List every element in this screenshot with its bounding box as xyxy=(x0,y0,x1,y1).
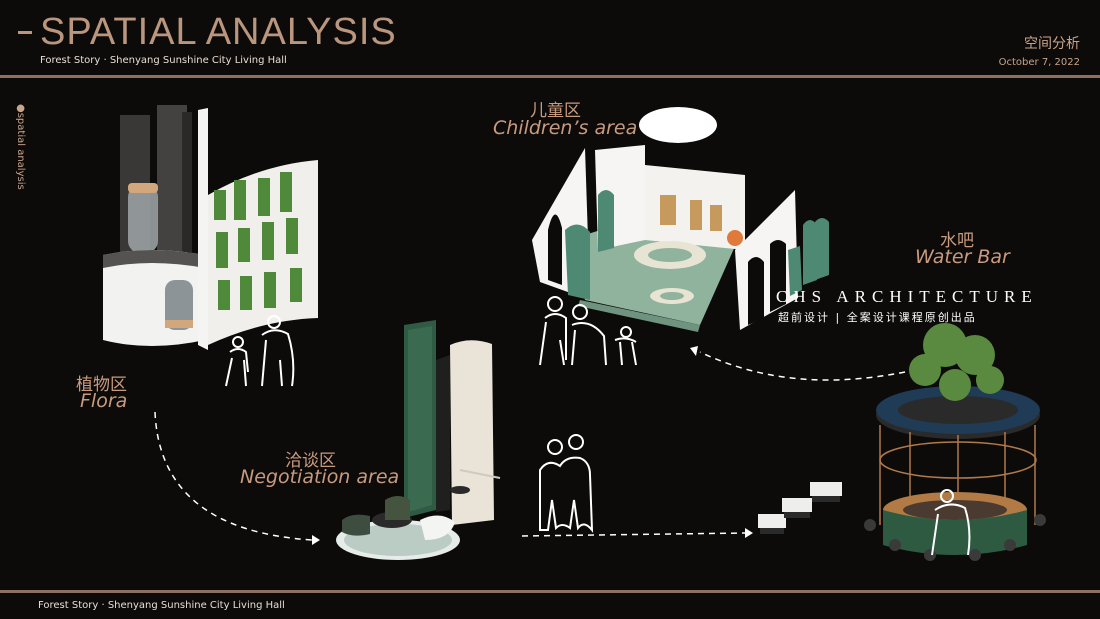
flora-label-en: Flora xyxy=(80,390,128,412)
negotiation-installation xyxy=(336,320,501,560)
header-divider xyxy=(0,75,1100,78)
waterbar-installation xyxy=(864,323,1046,561)
negotiation-label-en: Negotiation area xyxy=(240,466,400,488)
children-label-en: Children’s area xyxy=(493,117,638,139)
watermark-brand: CHS ARCHITECTURE xyxy=(776,287,1038,306)
title-dash xyxy=(18,31,32,34)
lounge-chairs xyxy=(758,482,842,534)
flora-installation xyxy=(103,105,318,387)
couple-figure xyxy=(539,434,594,533)
footer-text: Forest Story · Shenyang Sunshine City Li… xyxy=(38,600,285,611)
children-installation xyxy=(532,107,829,366)
page-subtitle: Forest Story · Shenyang Sunshine City Li… xyxy=(40,55,287,66)
footer-divider xyxy=(0,590,1100,593)
children-label-cn: 儿童区 xyxy=(530,101,581,121)
waterbar-label-cn: 水吧 xyxy=(940,231,974,251)
header-date: October 7, 2022 xyxy=(998,57,1080,68)
header-title-cn: 空间分析 xyxy=(1024,36,1080,52)
waterbar-label-en: Water Bar xyxy=(915,246,1010,268)
watermark-tagline: 超前设计 | 全案设计课程原创出品 xyxy=(778,311,977,324)
flow-arrows xyxy=(154,351,906,541)
flora-label-cn: 植物区 xyxy=(76,375,127,395)
page-title: SPATIAL ANALYSIS xyxy=(40,11,397,53)
negotiation-label-cn: 洽谈区 xyxy=(285,451,336,471)
arrow-heads xyxy=(312,346,753,545)
